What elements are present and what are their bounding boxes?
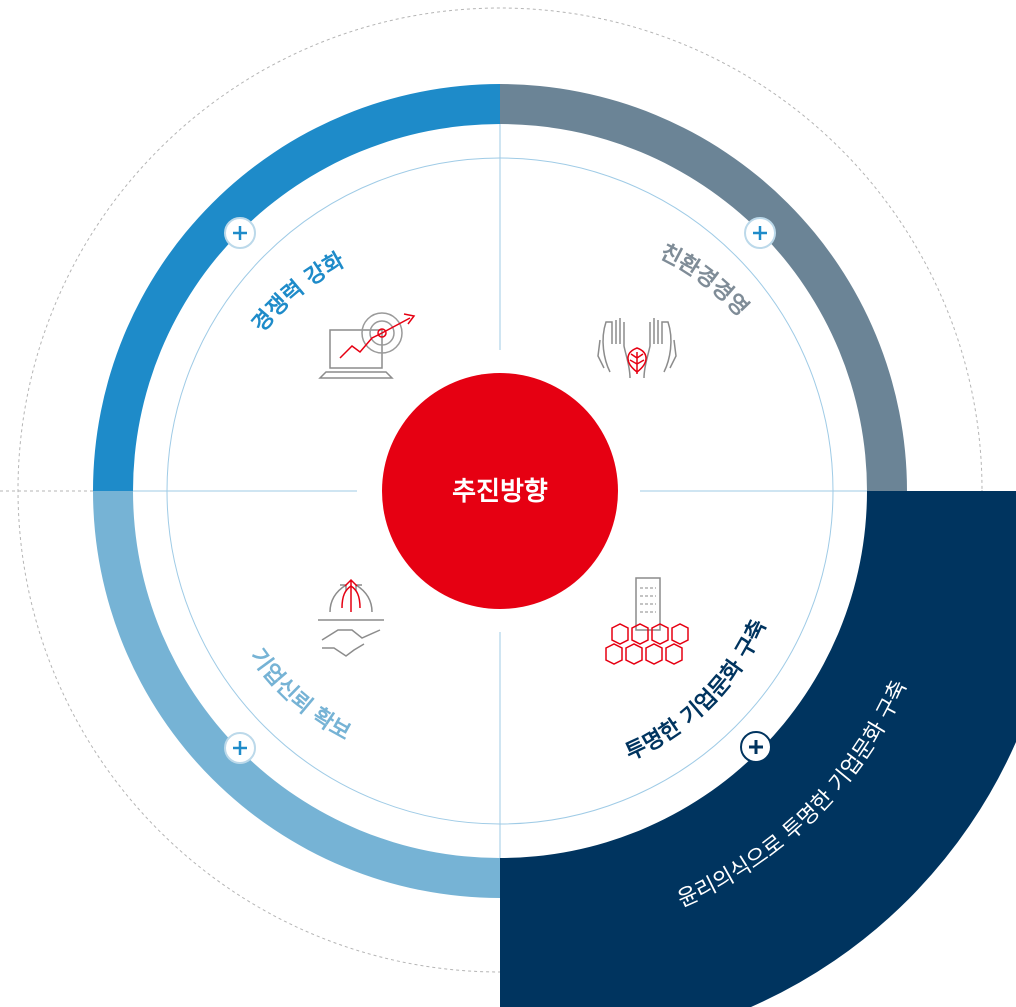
quadrant-arc-competitiveness[interactable]: [93, 84, 500, 491]
detail-panel-transparency[interactable]: [500, 491, 1016, 1007]
center-label: 추진방향: [452, 477, 548, 507]
plus-icon: [233, 226, 247, 240]
quadrant-label-environment: 친환경경영: [656, 240, 753, 321]
plus-button-trust[interactable]: [224, 732, 256, 764]
quadrant-arc-environment[interactable]: [500, 84, 907, 491]
plus-icon: [753, 226, 767, 240]
plus-button-environment[interactable]: [744, 217, 776, 249]
laptop-target-chart-icon: [318, 312, 416, 379]
plus-button-transparency[interactable]: [740, 731, 772, 763]
handshake-arrows-icon: [318, 578, 384, 657]
plus-icon: [749, 740, 763, 754]
quadrant-label-competitiveness: 경쟁력 강화: [248, 248, 349, 337]
plus-icon: [233, 741, 247, 755]
buildings-people-icon: [605, 577, 689, 665]
hands-leaf-icon: [597, 318, 677, 379]
center-circle: [382, 373, 618, 609]
quadrant-label-trust: 기업신뢰 확보: [245, 644, 355, 745]
plus-button-competitiveness[interactable]: [224, 217, 256, 249]
quadrant-arc-trust[interactable]: [93, 491, 500, 898]
